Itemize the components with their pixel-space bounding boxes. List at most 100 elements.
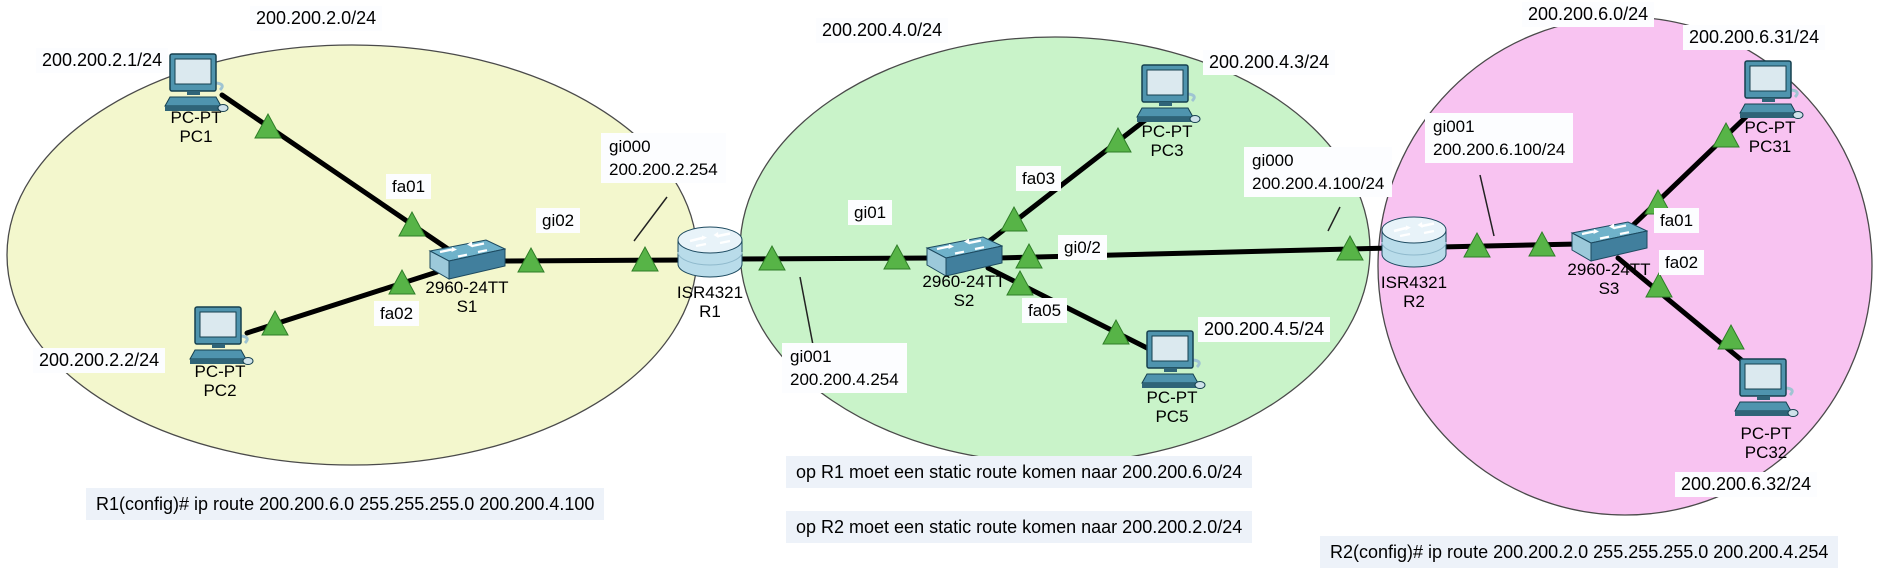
device-name: R2 <box>1403 292 1425 311</box>
port-label-r2-gi001: gi001 200.200.6.100/24 <box>1425 113 1574 163</box>
link-ok-triangle <box>1463 231 1491 258</box>
link-ok-triangle <box>1712 121 1740 148</box>
link-ok-triangle <box>261 309 289 336</box>
network-area-200-200-2 <box>6 44 698 466</box>
link-ok-triangle <box>388 268 416 295</box>
ip-label-pc2: 200.200.2.2/24 <box>33 348 166 373</box>
link-ok-triangle <box>1336 234 1364 261</box>
port-label-r1-gi000: gi000 200.200.2.254 <box>601 133 726 183</box>
link-ok-triangle <box>1015 242 1043 269</box>
ip-label-pc1: 200.200.2.1/24 <box>36 48 169 73</box>
device-name: PC32 <box>1744 443 1788 462</box>
pc-icon <box>1135 64 1201 126</box>
switch-icon <box>1570 220 1648 264</box>
link-ok-triangle <box>1000 205 1028 232</box>
note-r1-static-route-command: R1(config)# ip route 200.200.6.0 255.255… <box>86 488 605 520</box>
device-name: S2 <box>953 291 975 310</box>
link-ok-triangle <box>1104 126 1132 153</box>
ip-label-pc5: 200.200.4.5/24 <box>1198 317 1331 342</box>
device-name: R1 <box>699 302 721 321</box>
port-label-r2-gi000: gi000 200.200.4.100/24 <box>1244 147 1393 197</box>
pc-icon <box>1738 60 1804 122</box>
device-name: S1 <box>456 297 478 316</box>
interface-ip: 200.200.2.254 <box>609 160 718 179</box>
device-model: PC-PT <box>1146 388 1198 407</box>
link-status-triangles <box>254 112 1745 350</box>
device-r1[interactable] <box>676 224 744 285</box>
device-pc5[interactable] <box>1140 330 1206 397</box>
device-model: PC-PT <box>170 108 222 127</box>
device-pc3[interactable] <box>1135 64 1201 131</box>
device-name: PC1 <box>179 127 213 146</box>
leader-r2-gi001 <box>1479 174 1495 237</box>
note-r2-static-route-command: R2(config)# ip route 200.200.2.0 255.255… <box>1320 536 1839 568</box>
device-model: PC-PT <box>1740 424 1792 443</box>
router-icon <box>676 224 744 280</box>
device-r2[interactable] <box>1380 214 1448 275</box>
interface-name: gi000 <box>1252 151 1294 170</box>
cable-r2-s3 <box>1437 241 1581 250</box>
link-ok-triangle <box>883 243 911 270</box>
interface-name: gi001 <box>790 347 832 366</box>
interface-ip: 200.200.6.100/24 <box>1433 140 1566 159</box>
link-ok-triangle <box>254 112 282 139</box>
device-name: PC3 <box>1150 141 1184 160</box>
switch-icon <box>428 238 506 282</box>
port-label-s1-fa01: fa01 <box>386 174 432 199</box>
interface-name: gi000 <box>609 137 651 156</box>
leader-r2-gi000 <box>1327 206 1341 232</box>
device-model: PC-PT <box>1744 118 1796 137</box>
interface-name: gi001 <box>1433 117 1475 136</box>
device-name: PC5 <box>1155 407 1189 426</box>
link-ok-triangle <box>631 245 659 272</box>
link-ok-triangle <box>1645 271 1673 298</box>
interface-ip: 200.200.4.254 <box>790 370 899 389</box>
device-model: 2960-24TT <box>922 272 1006 291</box>
interface-ip: 200.200.4.100/24 <box>1252 174 1385 193</box>
label-leader-lines <box>633 174 1495 346</box>
port-label-s2-gi0-2: gi0/2 <box>1058 235 1107 260</box>
link-ok-triangle <box>1006 269 1034 296</box>
port-label-s3-fa02: fa02 <box>1659 250 1705 275</box>
note-todo-r1: op R1 moet een static route komen naar 2… <box>786 456 1253 488</box>
link-ok-triangle <box>1528 230 1556 257</box>
port-label-s1-fa02: fa02 <box>374 301 420 326</box>
device-model: 2960-24TT <box>1567 260 1651 279</box>
network-label-net2: 200.200.2.0/24 <box>250 6 383 31</box>
device-model: ISR4321 <box>676 283 744 302</box>
pc-icon <box>188 306 254 368</box>
leader-r1-gi001 <box>799 276 814 346</box>
port-label-s2-fa05: fa05 <box>1022 298 1068 323</box>
port-label-s2-fa03: fa03 <box>1016 166 1062 191</box>
device-pc32[interactable] <box>1733 358 1799 425</box>
device-pc31[interactable] <box>1738 60 1804 127</box>
pc-icon <box>1733 358 1799 420</box>
link-ok-triangle <box>758 244 786 271</box>
pc-icon <box>163 53 229 115</box>
port-label-s3-fa01: fa01 <box>1654 208 1700 233</box>
ip-label-pc32: 200.200.6.32/24 <box>1675 472 1818 497</box>
ip-label-pc3: 200.200.4.3/24 <box>1203 50 1336 75</box>
cable-s3-pc32 <box>1615 255 1759 375</box>
link-ok-triangle <box>398 210 426 237</box>
note-todo-r2: op R2 moet een static route komen naar 2… <box>786 511 1253 543</box>
port-label-r1-gi001: gi001 200.200.4.254 <box>782 343 907 393</box>
device-name: S3 <box>1598 279 1620 298</box>
device-model: ISR4321 <box>1380 273 1448 292</box>
device-model: 2960-24TT <box>425 278 509 297</box>
link-ok-triangle <box>1102 318 1130 345</box>
leader-r1-gi000 <box>633 196 668 242</box>
pc-icon <box>1140 330 1206 392</box>
device-name: PC2 <box>203 381 237 400</box>
port-label-s2-gi01: gi01 <box>848 200 893 225</box>
